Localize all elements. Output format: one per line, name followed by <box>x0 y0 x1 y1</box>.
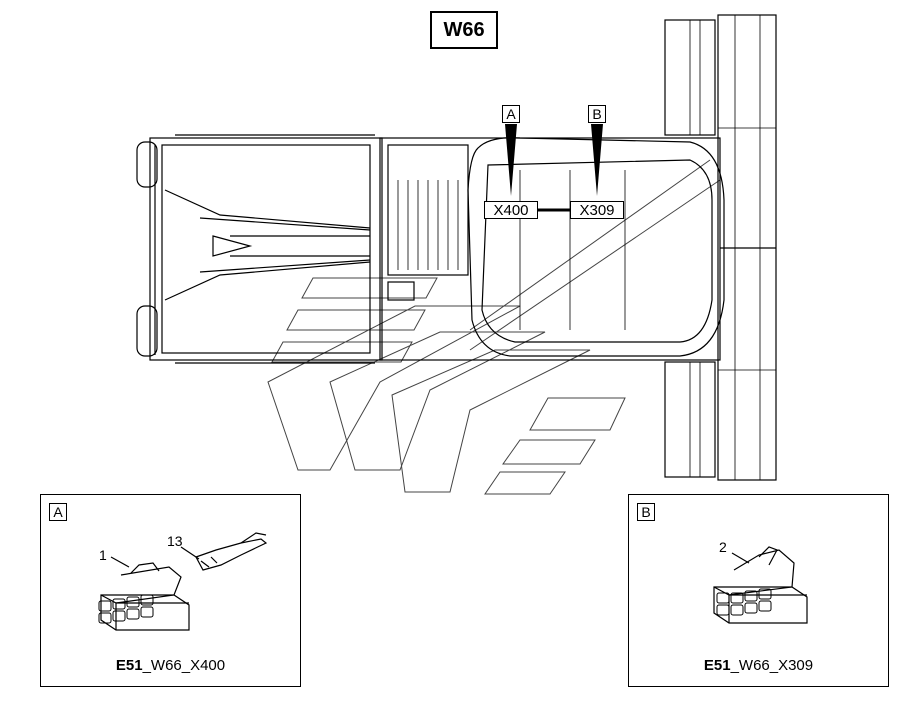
detail-b-caption-bold: E51 <box>703 657 731 674</box>
marker-b-label: B <box>588 105 606 123</box>
detail-a-caption: E51_W66_X400 <box>41 657 300 674</box>
detail-a-caption-bold: E51 <box>115 657 143 674</box>
detail-a-tag: A <box>49 503 67 521</box>
connector-x309-label: X309 <box>570 201 624 219</box>
marker-a-arrow <box>505 124 517 196</box>
connector-x400-label: X400 <box>484 201 538 219</box>
detail-a-callout-13: 13 <box>167 533 183 549</box>
detail-b-callout-2: 2 <box>719 539 727 555</box>
detail-b-caption: E51_W66_X309 <box>629 657 888 674</box>
connector-x309-illustration <box>713 546 808 624</box>
detail-b-caption-rest: _W66_X309 <box>730 657 814 674</box>
detail-b-panel: B 2 E51_ <box>628 494 889 687</box>
marker-a-label: A <box>502 105 520 123</box>
detail-a-panel: A 1 13 <box>40 494 301 687</box>
marker-b-arrow <box>591 124 603 196</box>
detail-b-tag: B <box>637 503 655 521</box>
watermark-logo <box>267 159 721 495</box>
detail-a-callout-1: 1 <box>99 547 107 563</box>
detail-a-caption-rest: _W66_X400 <box>142 657 226 674</box>
harness-title: W66 <box>430 11 498 49</box>
connector-x400-illustration <box>98 532 268 631</box>
